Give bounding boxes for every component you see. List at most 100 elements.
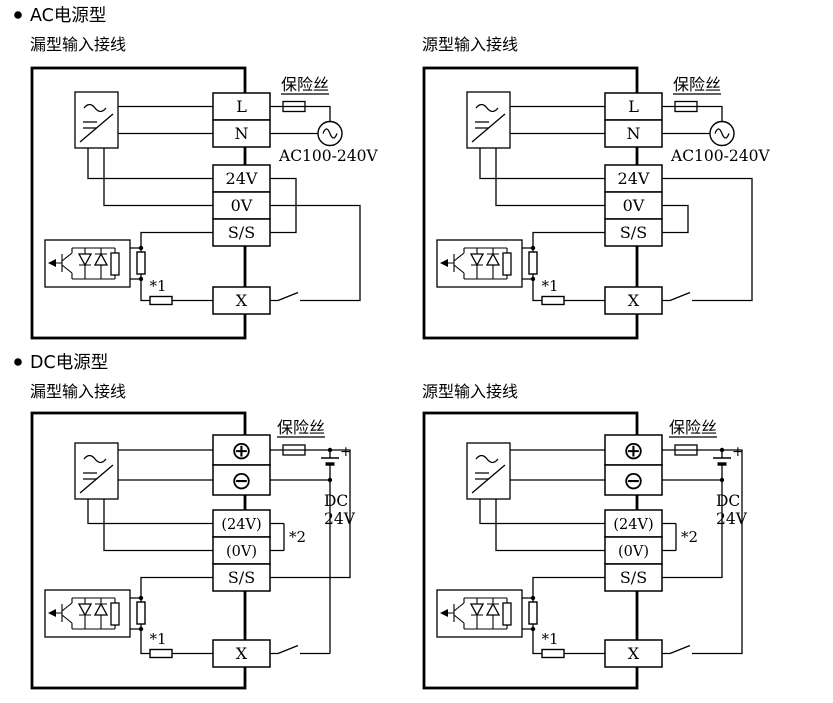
terminal-ss-label: S/S: [620, 223, 647, 242]
junction-dot: [138, 626, 144, 632]
ac-source-icon: [709, 120, 735, 147]
fuse-label: 保险丝: [673, 75, 721, 94]
terminal-minus-box: [212, 464, 271, 496]
fuse-label: 保险丝: [281, 75, 329, 94]
diagram-ac-sink-input: 保险丝 AC100-240V *1 L N 24V 0V S/S X: [30, 66, 378, 340]
terminal-24v-box: [604, 509, 663, 538]
terminal-ss-box: [604, 218, 663, 247]
note1-label: *1: [541, 630, 558, 648]
terminal-n-label: N: [235, 124, 249, 143]
terminal-0v-box: [212, 536, 271, 565]
power-supply-converter-icon: [74, 91, 119, 149]
terminal-0v-box: [212, 191, 271, 220]
external-wires: [662, 449, 743, 655]
note2-label: *2: [289, 528, 306, 546]
internal-supply-wires: [87, 449, 213, 552]
series-resistor-icon: [149, 295, 173, 306]
switch-contact-icon: [277, 644, 299, 655]
junction-dot: [530, 626, 536, 632]
series-resistor-icon: [541, 295, 565, 306]
note1-label: *1: [149, 630, 166, 648]
power-supply-converter-icon: [466, 91, 511, 149]
junction-dot: [530, 276, 536, 282]
internal-supply-wires: [479, 449, 605, 552]
terminal-l-box: [212, 92, 271, 121]
external-wires: [270, 105, 361, 302]
battery-plus-label: +: [340, 444, 352, 460]
service-power-bracket: [662, 522, 677, 552]
fuse-label: 保险丝: [277, 418, 325, 437]
optocoupler-icon: [44, 239, 131, 288]
power-supply-converter-icon: [74, 442, 119, 500]
terminal-0v-label: (0V): [618, 544, 649, 560]
ac-sink-subtitle: 漏型输入接线: [30, 35, 126, 54]
ac-source-icon: [317, 120, 343, 147]
ac-voltage-label: AC100-240V: [278, 147, 378, 165]
input-resistor-icon: [528, 601, 538, 625]
input-resistor-icon: [136, 601, 146, 625]
terminal-plus-box: [212, 434, 271, 466]
diagram-dc-source-input: 保险丝 + DC 24V *2 *1 ⊕ ⊖ (24V) (0V) S/S X: [422, 411, 748, 690]
terminal-24v-label: 24V: [618, 169, 650, 188]
terminal-x-label: X: [236, 291, 248, 310]
note1-label: *1: [149, 277, 166, 295]
switch-contact-icon: [277, 291, 299, 302]
terminal-ss-label: S/S: [228, 568, 255, 587]
input-resistor-icon: [136, 251, 146, 275]
terminal-ss-box: [212, 218, 271, 247]
fuse-icon: [671, 100, 701, 113]
service-power-bracket: [270, 522, 285, 552]
terminal-plus-label: ⊕: [231, 436, 252, 465]
fuse-icon: [671, 444, 701, 456]
external-wires: [270, 449, 351, 655]
terminal-minus-label: ⊖: [623, 466, 644, 495]
junction-dot: [138, 276, 144, 282]
series-resistor-icon: [541, 648, 565, 659]
optocoupler-icon: [436, 589, 523, 638]
diagram-dc-sink-input: 保险丝 + DC 24V *2 *1 ⊕ ⊖ (24V) (0V) S/S X: [30, 411, 356, 690]
terminal-x-box: [604, 286, 663, 315]
junction-dot: [138, 595, 144, 601]
note1-label: *1: [541, 277, 558, 295]
terminal-24v-label: (24V): [613, 517, 653, 533]
ac-section-title: AC电源型: [30, 6, 106, 26]
terminal-minus-label: ⊖: [231, 466, 252, 495]
terminal-0v-label: 0V: [623, 196, 645, 215]
optocoupler-icon: [44, 589, 131, 638]
terminal-0v-box: [604, 536, 663, 565]
terminal-24v-label: 24V: [226, 169, 258, 188]
dc-voltage-label-line1: DC: [716, 492, 740, 510]
dc-voltage-label-line1: DC: [324, 492, 348, 510]
terminal-ss-label: S/S: [228, 223, 255, 242]
junction-dot: [719, 447, 725, 453]
dc-section-title: DC电源型: [30, 353, 108, 373]
optocoupler-icon: [436, 239, 523, 288]
terminal-ss-box: [604, 563, 663, 592]
terminal-l-label: L: [628, 97, 639, 116]
fuse-icon: [279, 444, 309, 456]
series-resistor-icon: [149, 648, 173, 659]
terminal-n-label: N: [627, 124, 641, 143]
terminal-minus-box: [604, 464, 663, 496]
terminal-n-box: [212, 119, 271, 148]
ac-source-subtitle: 源型输入接线: [422, 35, 518, 54]
junction-dot: [138, 245, 144, 251]
terminal-0v-label: (0V): [226, 544, 257, 560]
fuse-icon: [279, 100, 309, 113]
terminal-24v-label: (24V): [221, 517, 261, 533]
terminal-0v-label: 0V: [231, 196, 253, 215]
terminal-x-label: X: [628, 644, 640, 663]
terminal-plus-box: [604, 434, 663, 466]
terminal-plus-label: ⊕: [623, 436, 644, 465]
junction-dot: [719, 477, 725, 483]
input-resistor-icon: [528, 251, 538, 275]
external-wires: [662, 105, 753, 302]
terminal-ss-label: S/S: [620, 568, 647, 587]
battery-plus-label: +: [732, 444, 744, 460]
switch-contact-icon: [669, 644, 691, 655]
junction-dot: [530, 245, 536, 251]
terminal-x-box: [212, 639, 271, 668]
internal-supply-wires: [479, 105, 605, 207]
junction-dot: [530, 595, 536, 601]
